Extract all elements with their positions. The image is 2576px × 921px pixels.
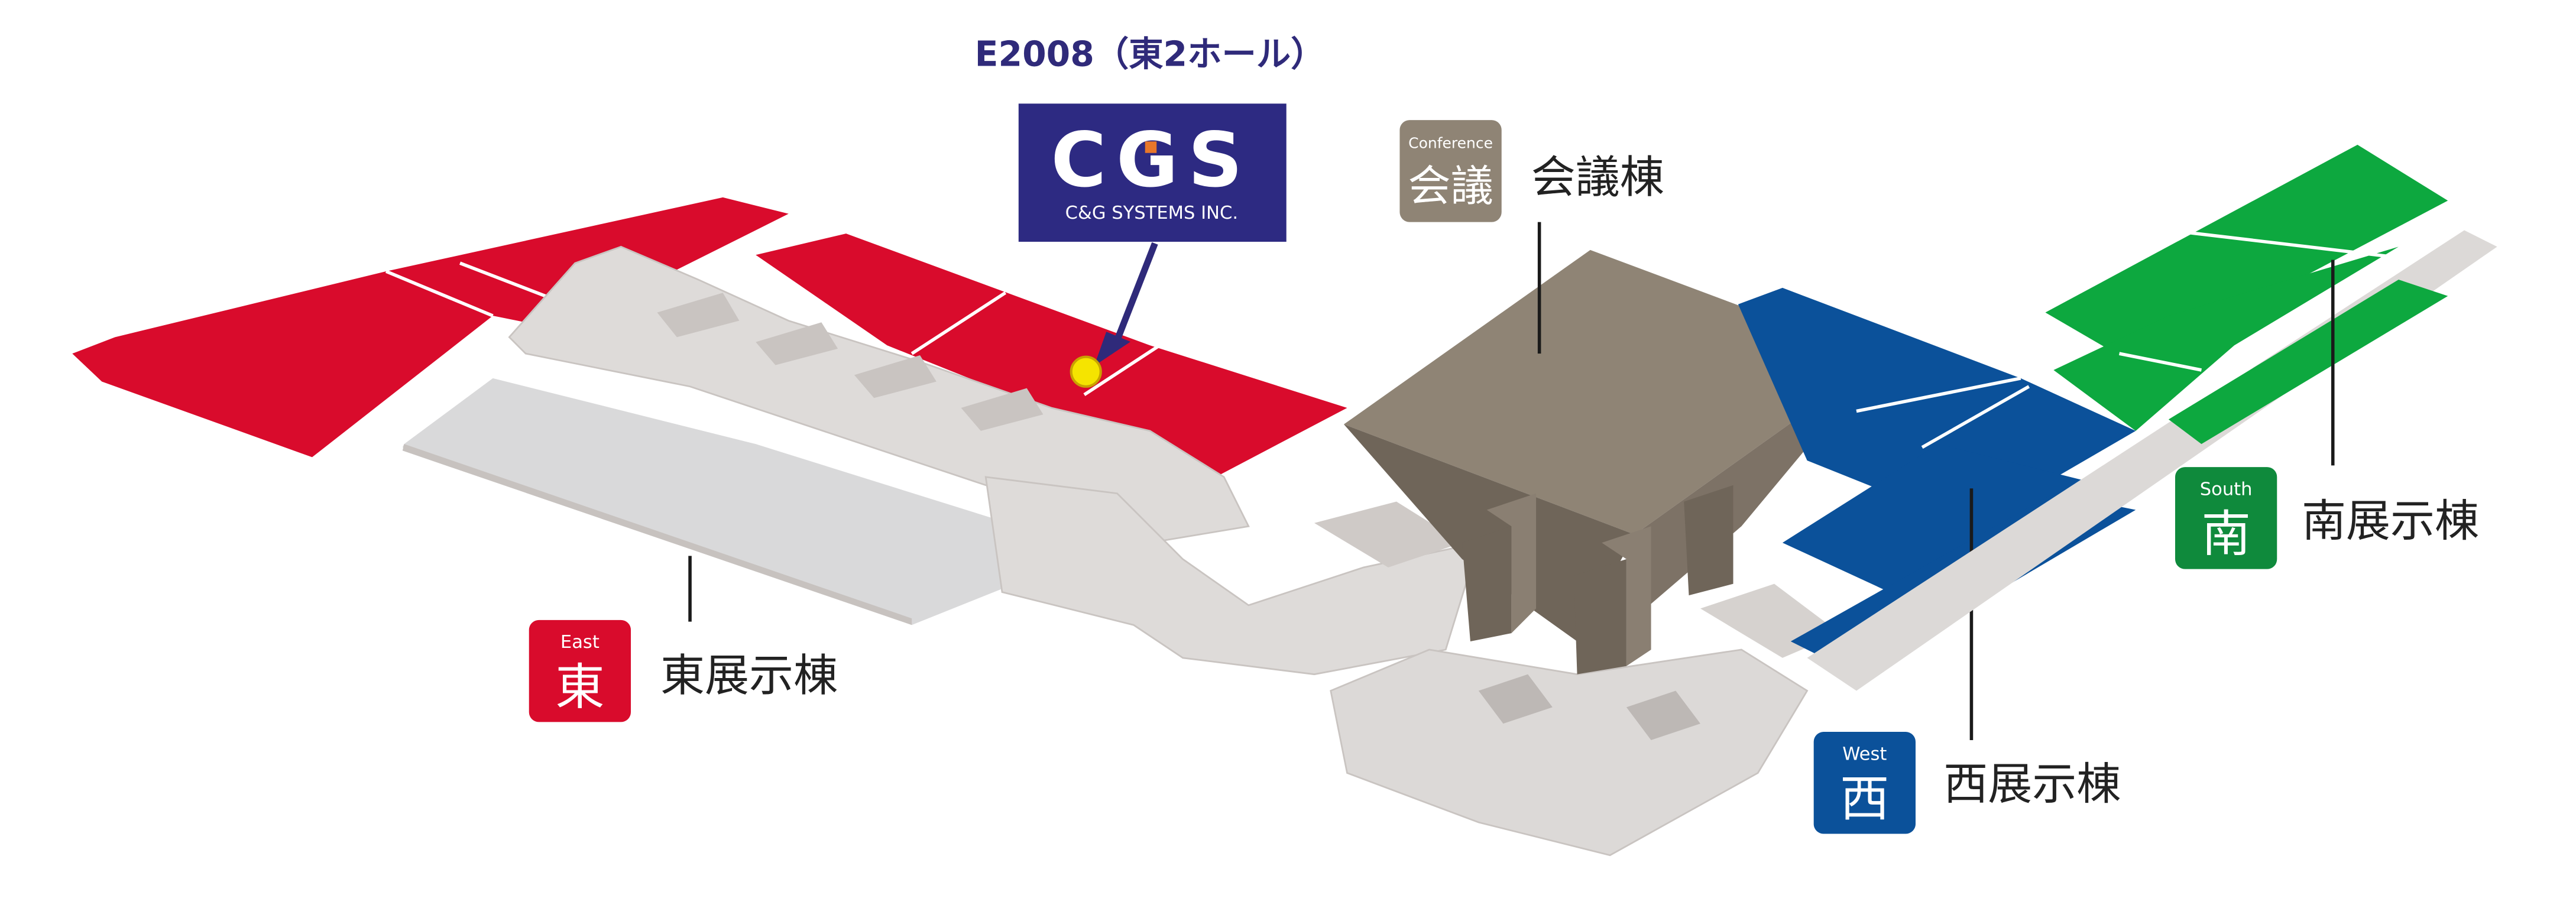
conference-tower-left-face: [1343, 424, 1635, 642]
west-badge-top: West: [1842, 744, 1887, 764]
location-dot-icon[interactable]: [1070, 355, 1102, 388]
conference-tower-leg-right: [1684, 485, 1733, 596]
south-badge-main: 南: [2201, 505, 2250, 563]
west-badge-main: 西: [1840, 770, 1889, 828]
east-concourse: [402, 245, 1250, 625]
south-hall-name: 南展示棟: [2302, 495, 2479, 547]
east-hall-block-west[interactable]: [72, 271, 493, 458]
south-badge-top: South: [2200, 479, 2253, 500]
logo-company-name: C&G SYSTEMS INC.: [1065, 203, 1238, 223]
conference-badge: [1399, 120, 1502, 222]
logo-mark: CGS: [1051, 116, 1252, 204]
east-concourse-plaza: [402, 378, 1084, 625]
conference-tower-leg-front: [1573, 559, 1626, 674]
arrow-pointer-icon: [1110, 242, 1158, 350]
south-hall-block-south[interactable]: [2168, 279, 2448, 445]
booth-label: E2008（東2ホール）: [975, 34, 1326, 74]
west-badge: [1813, 732, 1916, 834]
east-badge-top: East: [560, 632, 600, 653]
south-hall[interactable]: [1807, 144, 2497, 691]
south-hall-block-middle[interactable]: [2053, 247, 2399, 431]
east-badge-main: 東: [555, 659, 604, 716]
east-hall-name: 東展示棟: [660, 649, 838, 701]
conference-tower-leg-left: [1462, 526, 1512, 642]
south-hall-block-north[interactable]: [2045, 144, 2448, 365]
east-hall-label[interactable]: East 東 東展示棟: [529, 620, 838, 722]
west-hall-block-south[interactable]: [1782, 444, 2136, 592]
west-hall-label[interactable]: West 西 西展示棟: [1813, 732, 2121, 834]
south-hall-label[interactable]: South 南 南展示棟: [2175, 467, 2479, 569]
west-hall-name: 西展示棟: [1943, 758, 2121, 810]
east-hall-block-east[interactable]: [756, 234, 1347, 477]
south-badge: [2175, 467, 2277, 569]
exhibitor-logo[interactable]: CGS C&G SYSTEMS INC.: [1018, 103, 1287, 242]
east-badge: [529, 620, 631, 722]
booth-pointer: [1094, 242, 1158, 367]
west-hall-block-north[interactable]: [1738, 287, 2136, 527]
conference-badge-main: 会議: [1408, 161, 1493, 211]
conference-hall-name: 会議棟: [1531, 151, 1664, 203]
conference-badge-top: Conference: [1408, 134, 1493, 151]
conference-hall-label[interactable]: Conference 会議 会議棟: [1399, 120, 1664, 222]
logo-accent: [1145, 141, 1157, 153]
